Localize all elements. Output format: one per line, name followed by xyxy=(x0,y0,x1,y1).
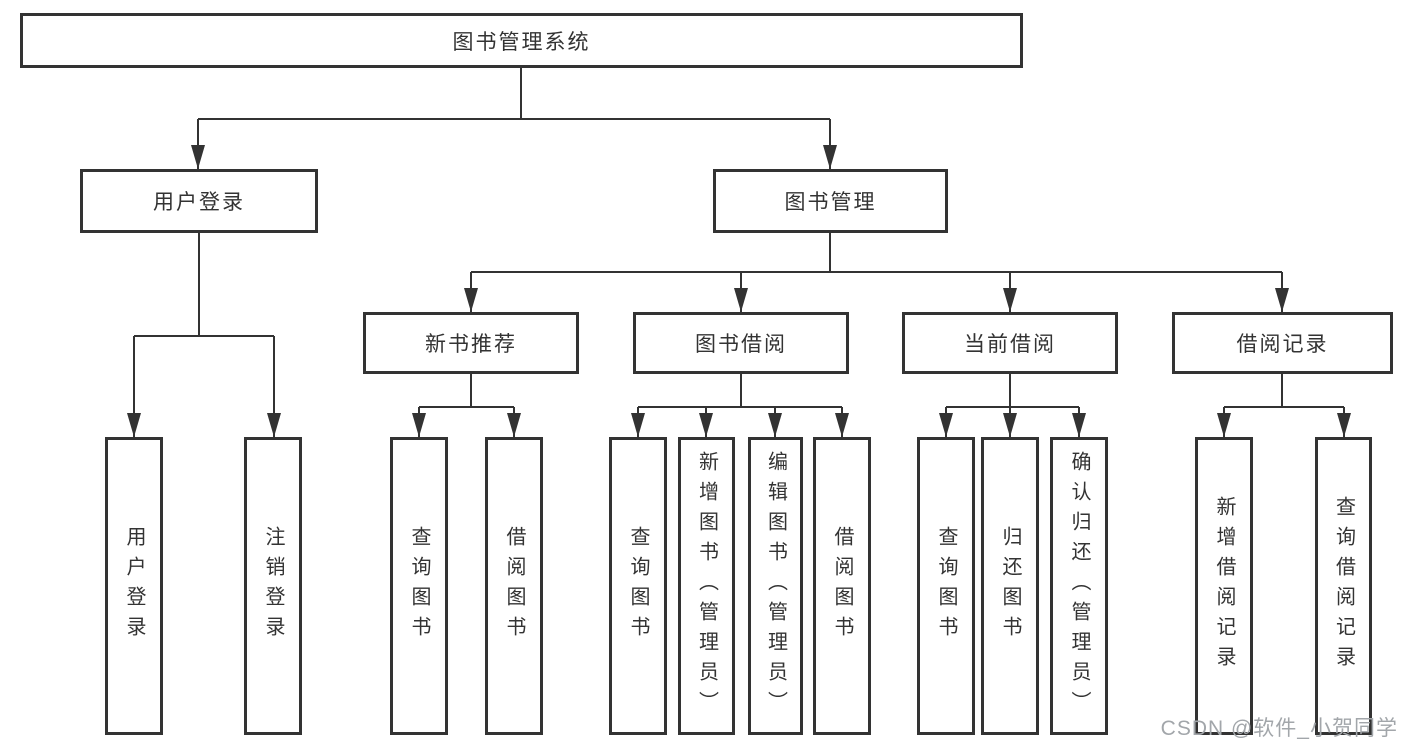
node-label: 借阅图书 xyxy=(831,526,853,646)
node-label: 查询图书 xyxy=(408,526,430,646)
node-label: 查询图书 xyxy=(935,526,957,646)
node-label: 用户登录 xyxy=(153,191,245,214)
node-label: 新增图书（管理员） xyxy=(695,451,718,721)
node-new-book-recommendation: 新书推荐 xyxy=(363,312,579,374)
node-leaf-confirm-return-admin: 确认归还（管理员） xyxy=(1050,437,1108,735)
arrowheads xyxy=(127,145,1351,437)
node-label: 查询借阅记录 xyxy=(1332,496,1355,676)
node-label: 图书管理系统 xyxy=(452,30,591,54)
node-leaf-add-books-admin: 新增图书（管理员） xyxy=(678,437,735,735)
node-leaf-query-books-rec: 查询图书 xyxy=(390,437,448,735)
node-label: 借阅记录 xyxy=(1236,333,1329,356)
node-label: 编辑图书（管理员） xyxy=(764,451,787,721)
node-leaf-add-borrow-record: 新增借阅记录 xyxy=(1195,437,1253,735)
node-label: 用户登录 xyxy=(123,526,145,646)
node-library-management-system: 图书管理系统 xyxy=(20,13,1023,68)
node-leaf-query-books-borrow: 查询图书 xyxy=(609,437,667,735)
node-current-borrowing: 当前借阅 xyxy=(902,312,1118,374)
node-label: 图书管理 xyxy=(784,191,877,214)
node-label: 确认归还（管理员） xyxy=(1068,451,1090,721)
node-leaf-logout: 注销登录 xyxy=(244,437,302,735)
node-label: 借阅图书 xyxy=(503,526,525,646)
node-user-login: 用户登录 xyxy=(80,169,318,233)
node-leaf-return-books: 归还图书 xyxy=(981,437,1039,735)
node-book-management: 图书管理 xyxy=(713,169,948,233)
node-borrowing-records: 借阅记录 xyxy=(1172,312,1393,374)
node-leaf-query-books-current: 查询图书 xyxy=(917,437,975,735)
csdn-watermark: CSDN @软件_小贺同学 xyxy=(1160,717,1398,740)
node-leaf-user-login: 用户登录 xyxy=(105,437,163,735)
node-label: 新增借阅记录 xyxy=(1213,496,1235,676)
node-leaf-borrow-books-rec: 借阅图书 xyxy=(485,437,543,735)
node-label: 图书借阅 xyxy=(695,333,787,356)
node-label: 当前借阅 xyxy=(964,333,1056,356)
node-label: 新书推荐 xyxy=(425,333,517,356)
node-leaf-borrow-books: 借阅图书 xyxy=(813,437,871,735)
node-leaf-edit-books-admin: 编辑图书（管理员） xyxy=(748,437,803,735)
node-book-borrowing: 图书借阅 xyxy=(633,312,849,374)
node-label: 注销登录 xyxy=(262,526,284,646)
node-label: 查询图书 xyxy=(627,526,649,646)
node-label: 归还图书 xyxy=(999,526,1021,646)
node-leaf-query-borrow-record: 查询借阅记录 xyxy=(1315,437,1372,735)
